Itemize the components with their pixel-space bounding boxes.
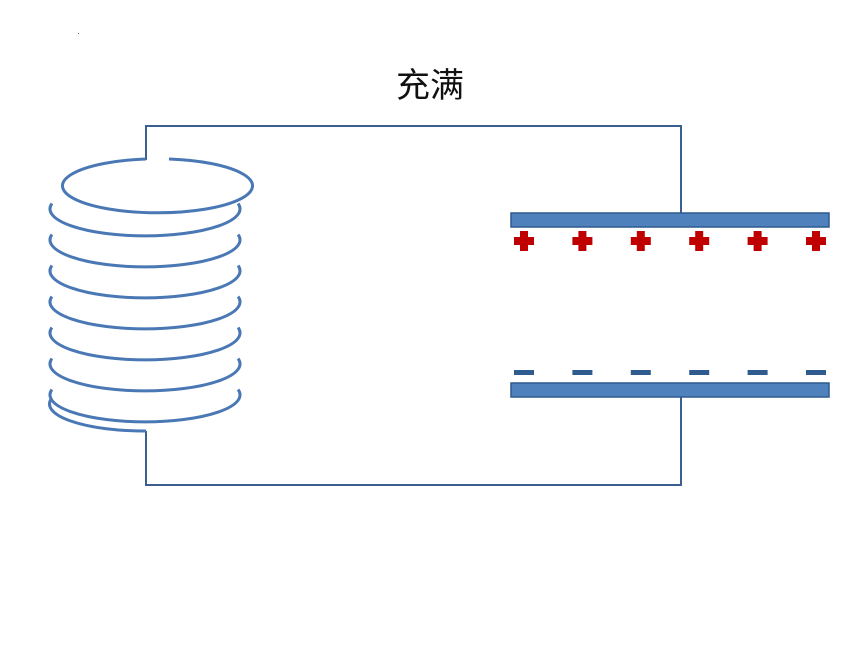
capacitor-bottom-plate	[510, 382, 830, 398]
coil-turn	[48, 264, 242, 300]
positive-charge-icon	[572, 231, 593, 251]
positive-charge-icon	[806, 231, 826, 251]
coil-turn	[48, 233, 242, 269]
negative-charge-icon	[572, 370, 593, 375]
inductor-coil	[48, 157, 254, 433]
coil-turn	[48, 295, 242, 331]
coil-turn	[48, 326, 242, 362]
negative-charge-icon	[806, 370, 826, 375]
positive-charge-icon	[747, 231, 768, 251]
negative-charge-icon	[689, 370, 710, 375]
decorative-dot	[78, 33, 79, 34]
capacitor-top-plate	[510, 212, 830, 228]
positive-charge-icon	[514, 231, 534, 251]
coil-turn	[48, 357, 242, 393]
negative-charge-icon	[514, 370, 534, 375]
page-title: 充满	[396, 66, 464, 106]
circuit-wire	[145, 125, 682, 486]
positive-charge-icon	[689, 231, 710, 251]
coil-turn	[48, 397, 147, 433]
coil-turn	[48, 202, 242, 238]
negative-charge-icon	[747, 370, 768, 375]
positive-charges	[514, 231, 826, 251]
coil-turn	[61, 157, 254, 215]
positive-charge-icon	[630, 231, 651, 251]
negative-charges	[514, 370, 826, 375]
negative-charge-icon	[630, 370, 651, 375]
coil-turn	[48, 388, 242, 424]
